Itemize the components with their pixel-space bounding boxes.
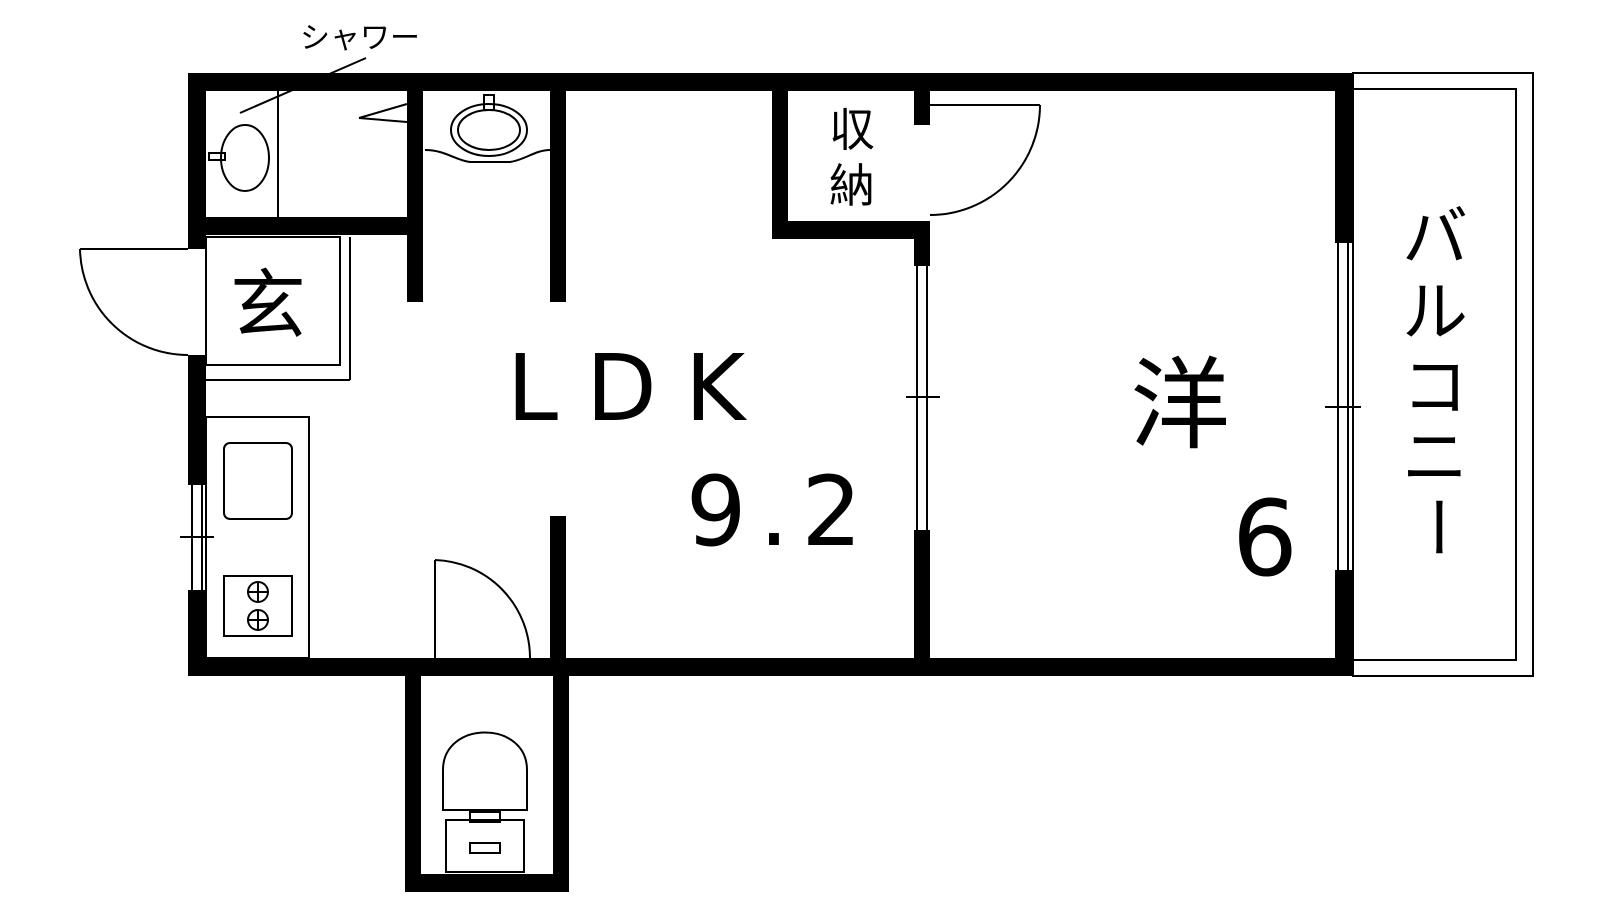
balcony-label-char: コ (1402, 349, 1468, 426)
storage-label-line1: 収 (829, 103, 875, 157)
balcony-label: バ ル コ ニ ー (1398, 199, 1475, 560)
balcony-label-char: ー (1398, 494, 1475, 560)
outer-walls (188, 73, 1353, 676)
shower-door (358, 103, 408, 123)
window-balcony (1325, 243, 1361, 570)
balcony-label-char: ル (1402, 274, 1468, 351)
balcony (1352, 72, 1534, 677)
western-room-door (929, 104, 1041, 216)
toilet-fixture (442, 731, 528, 873)
shower-label: シャワー (300, 21, 420, 56)
entrance-label: 玄 (230, 261, 306, 350)
entrance-step (205, 236, 351, 381)
western-room-label: 洋 (1130, 347, 1230, 464)
ldk-size: 9.2 (686, 456, 875, 568)
entrance-door (79, 248, 189, 356)
balcony-label-char: ニ (1402, 419, 1468, 496)
washroom-window (409, 105, 421, 195)
toilet-door (423, 559, 553, 665)
ldk-label: LDK (507, 335, 773, 442)
shower-fixture (208, 57, 367, 217)
sliding-door-ldk-western (906, 266, 940, 530)
western-room-size: 6 (1232, 478, 1298, 600)
balcony-label-char: バ (1402, 199, 1468, 276)
toilet-walls (405, 676, 569, 892)
kitchen-counter (205, 416, 310, 659)
washbasin-fixture (424, 94, 551, 163)
window-west (180, 485, 214, 590)
storage-label-line2: 納 (829, 159, 875, 213)
